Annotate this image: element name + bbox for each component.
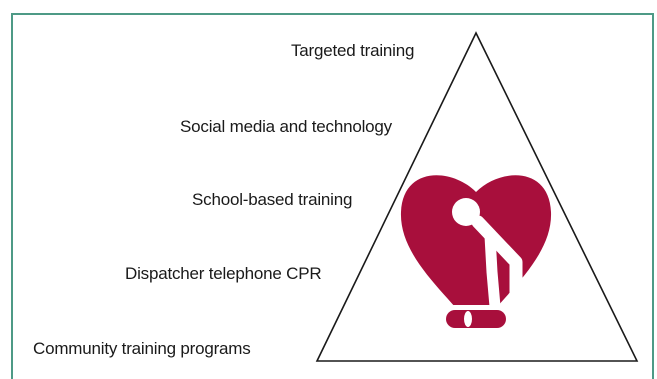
rescuer-arms xyxy=(484,230,502,324)
rescuer-body xyxy=(471,215,585,325)
level-label-social-media: Social media and technology xyxy=(180,117,392,136)
level-label-community-programs: Community training programs xyxy=(33,339,251,358)
heart-cpr-icon xyxy=(400,175,585,333)
level-label-dispatcher-cpr: Dispatcher telephone CPR xyxy=(125,264,322,283)
level-label-school-based: School-based training xyxy=(192,190,353,209)
heart-icon xyxy=(400,175,552,330)
pyramid-triangle xyxy=(315,31,639,362)
level-label-targeted-training: Targeted training xyxy=(291,41,415,60)
